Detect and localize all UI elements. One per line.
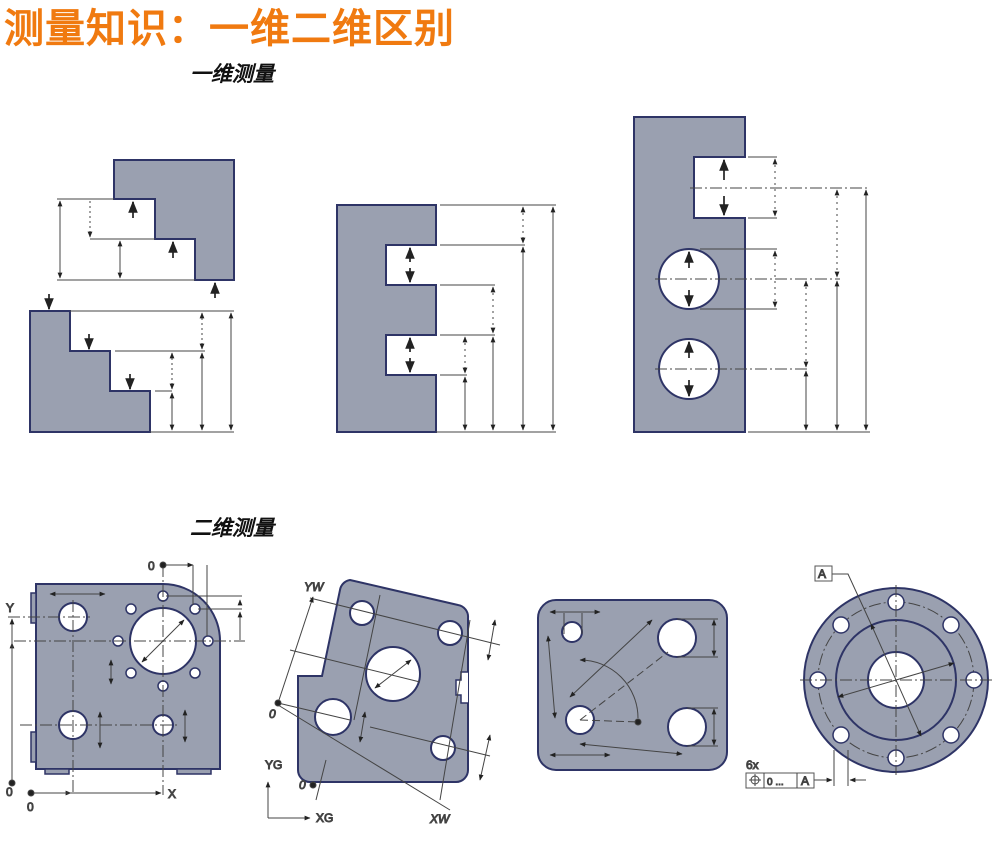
datum-label-a: A: [818, 567, 826, 581]
section-heading-2d: 二维测量: [190, 516, 274, 540]
axis-label-yg: YG: [265, 758, 282, 772]
origin-label-x: 0: [27, 800, 34, 814]
origin-label-a: 0: [269, 707, 276, 721]
origin-label-b: 0: [299, 778, 306, 792]
flange: [745, 565, 992, 789]
hole-count-label: 6x: [746, 758, 759, 772]
datum-ref-a: A: [801, 774, 809, 788]
axis-label-xg: XG: [316, 811, 333, 825]
axis-label-yw: YW: [304, 580, 325, 594]
section-heading-1d: 一维测量: [190, 62, 274, 86]
plate-bolt-circle: [8, 561, 245, 797]
axis-label-xw: XW: [429, 812, 451, 826]
step-block-upper: [57, 159, 235, 298]
axis-label-x: X: [168, 787, 176, 801]
polar-plate: [537, 599, 728, 771]
rotated-workpiece: [265, 578, 501, 821]
page-title: 测量知识：一维二维区别: [4, 6, 455, 52]
holed-bar: [633, 116, 870, 433]
axis-label-y: Y: [6, 601, 14, 615]
origin-label-y: 0: [6, 785, 13, 799]
tolerance-value: 0 ...: [767, 777, 784, 788]
step-block-lower: [29, 294, 234, 433]
slotted-block: [336, 204, 556, 433]
origin-label-top: 0: [148, 559, 155, 573]
